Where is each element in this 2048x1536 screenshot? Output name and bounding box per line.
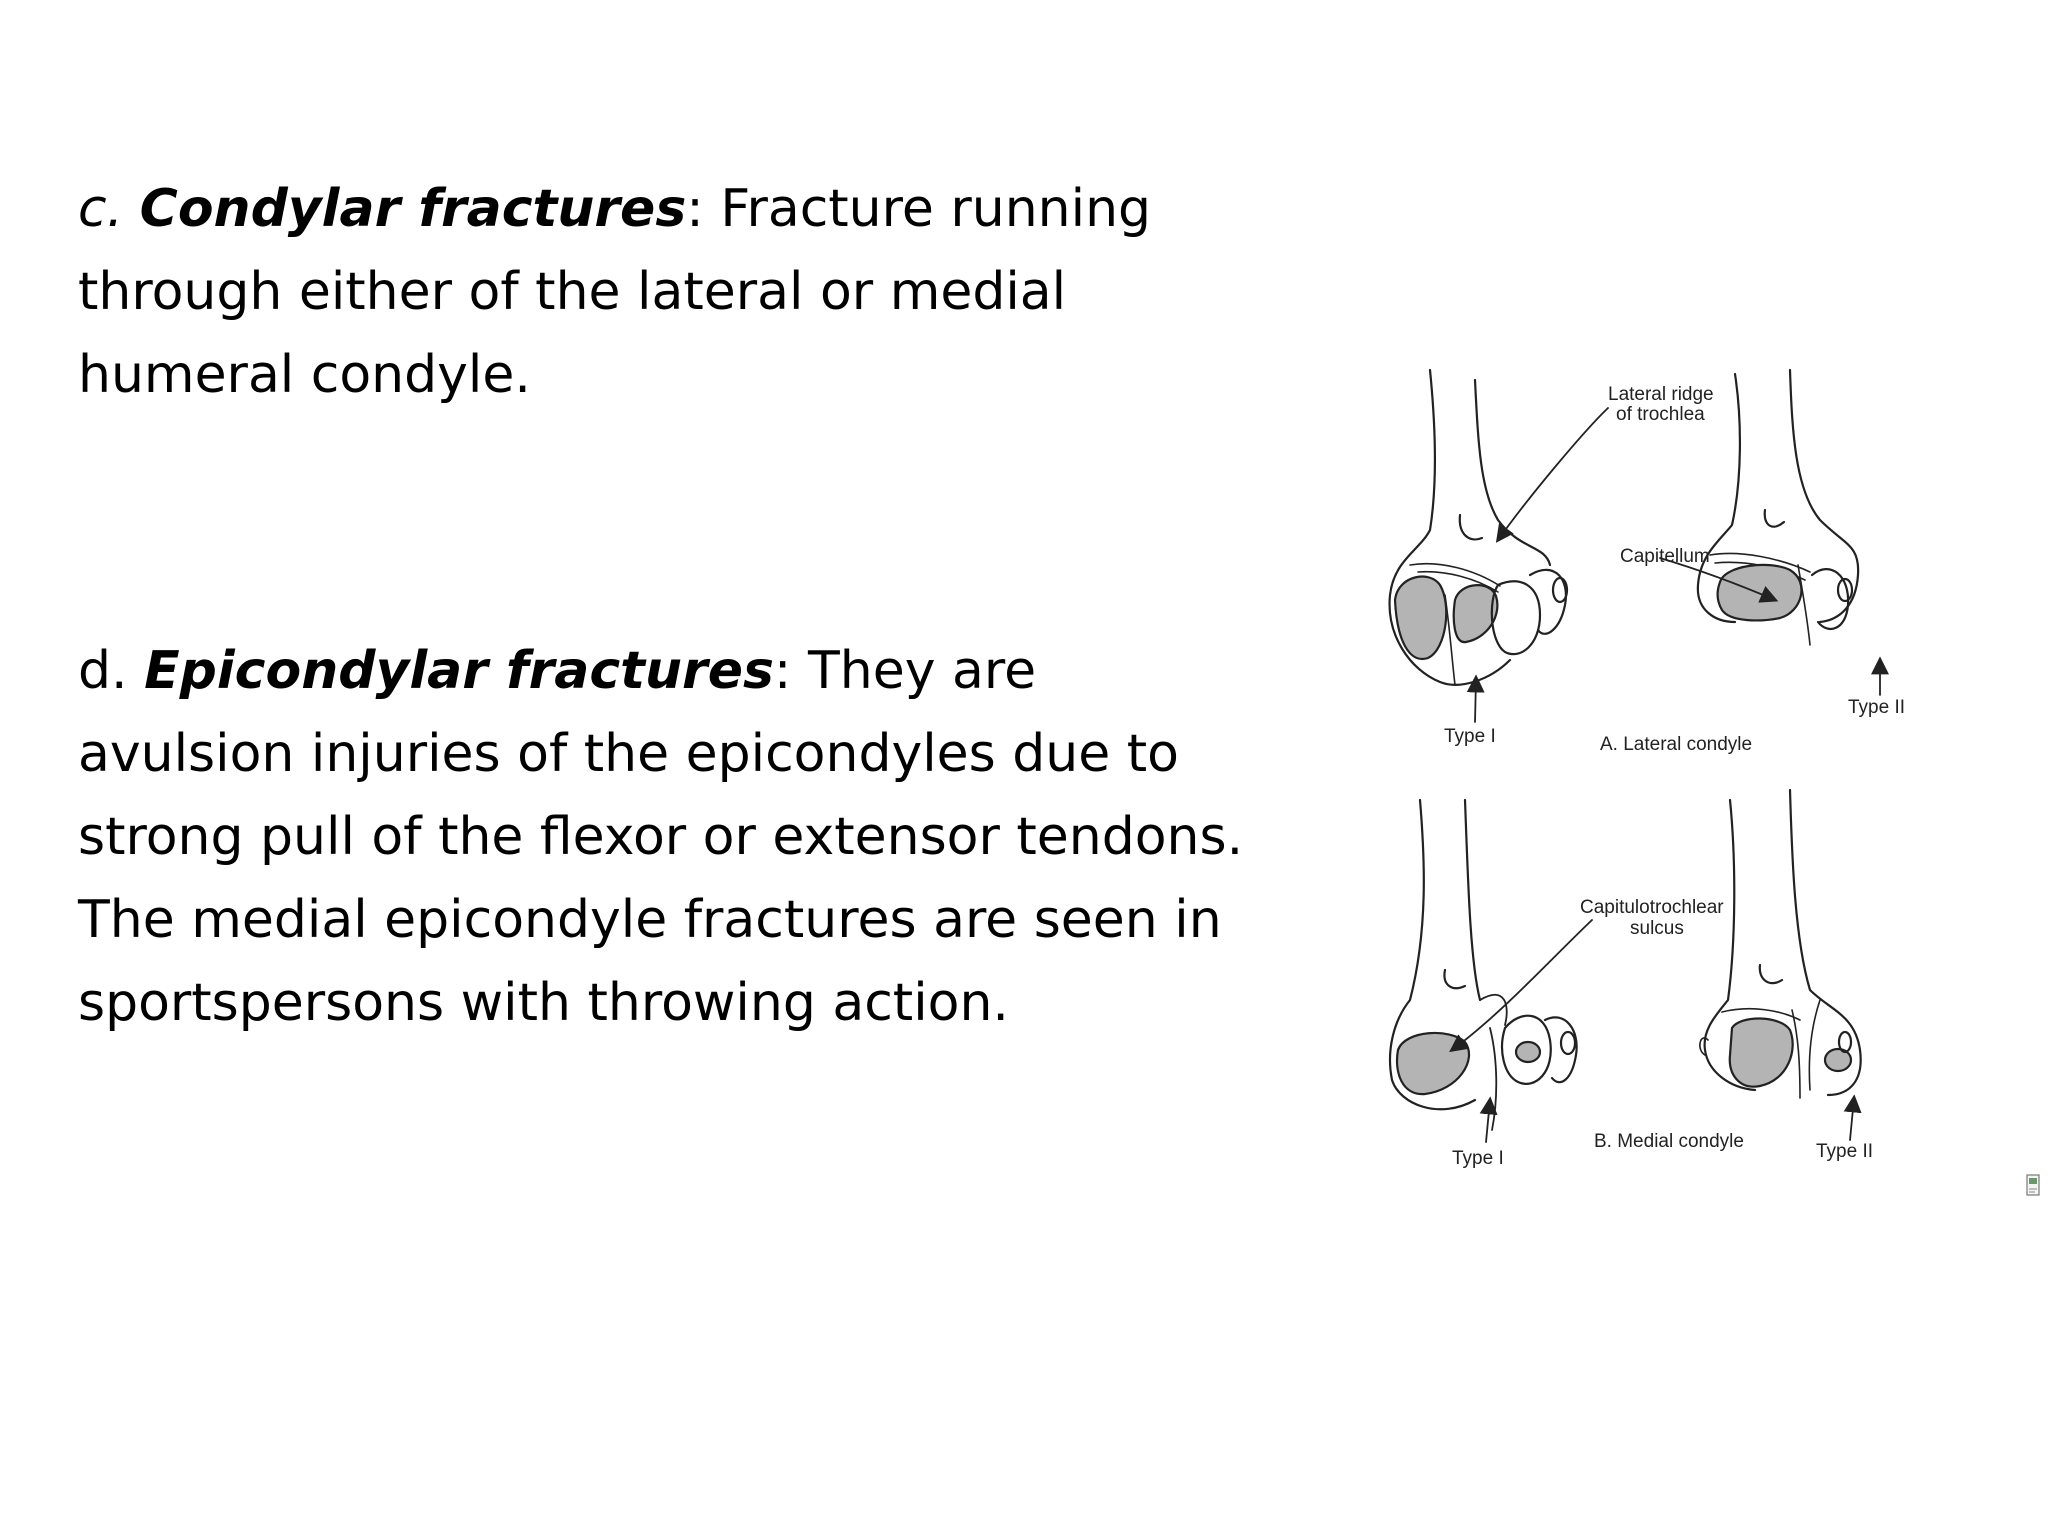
- label-type2-top: Type II: [1848, 697, 1905, 718]
- label-lateral-ridge-line1: Lateral ridge: [1608, 384, 1714, 405]
- label-lateral-condyle: A. Lateral condyle: [1600, 734, 1752, 755]
- arrow-type1-bottom: [1479, 1096, 1498, 1143]
- definition-epicondylar: They are avulsion injuries of the epicon…: [78, 641, 1244, 1033]
- bone-lateral-type2: [1696, 368, 1860, 646]
- label-capitellum: Capitellum: [1620, 546, 1710, 567]
- humerus-fracture-diagram: Lateral ridge of trochlea Capitellum Typ…: [1380, 360, 2000, 1180]
- term-condylar-fractures: Condylar fractures: [139, 179, 687, 239]
- paragraph-condylar-fractures: c. Condylar fractures: Fracture running …: [78, 168, 1258, 417]
- term-epicondylar-fractures: Epicondylar fractures: [144, 641, 774, 701]
- colon-d: :: [773, 641, 792, 701]
- list-marker-d: d.: [78, 641, 145, 701]
- definition-condylar: Fracture running through either of the l…: [78, 179, 1152, 405]
- label-type2-bottom: Type II: [1816, 1141, 1873, 1162]
- paragraph-epicondylar-fractures: d. Epicondylar fractures: They are avuls…: [78, 630, 1258, 1045]
- list-marker-c: c.: [78, 179, 140, 239]
- label-type1-top: Type I: [1444, 726, 1496, 747]
- image-placeholder-icon: [2026, 1174, 2040, 1196]
- bone-medial-type1: [1388, 798, 1578, 1131]
- colon-c: :: [686, 179, 704, 239]
- arrow-capitellum: [1659, 557, 1779, 603]
- label-type1-bottom: Type I: [1452, 1148, 1504, 1169]
- diagram-svg: Lateral ridge of trochlea Capitellum Typ…: [1388, 368, 1905, 1169]
- label-capitulotrochlear-line2: sulcus: [1630, 918, 1684, 939]
- arrow-type2-bottom: [1843, 1094, 1862, 1141]
- bone-lateral-type1: [1388, 368, 1569, 686]
- label-lateral-ridge-line2: of trochlea: [1616, 404, 1705, 425]
- label-capitulotrochlear-line1: Capitulotrochlear: [1580, 897, 1724, 918]
- label-medial-condyle: B. Medial condyle: [1594, 1131, 1744, 1152]
- bone-medial-type2: [1699, 788, 1862, 1099]
- arrow-capitulotrochlear: [1449, 919, 1593, 1053]
- arrow-type1-top: [1466, 674, 1485, 723]
- arrow-lateral-ridge: [1495, 407, 1609, 543]
